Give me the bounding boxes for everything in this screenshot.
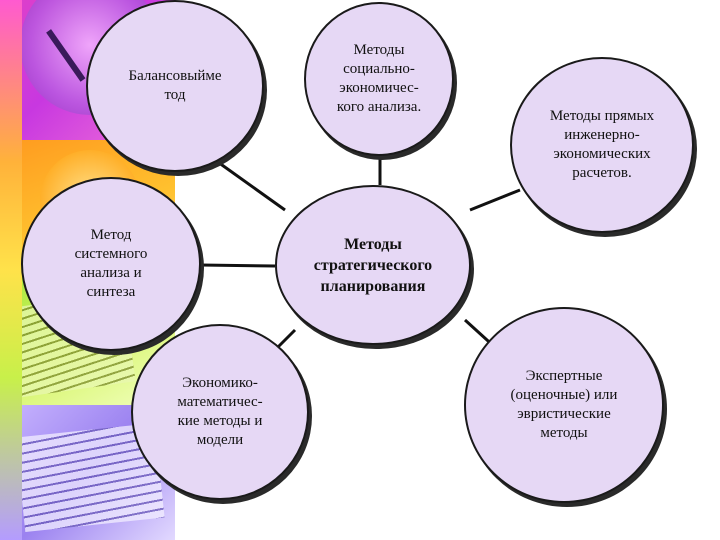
connector-system: [199, 263, 276, 268]
node-engineering-calculations: Методы прямых инженерно- экономических р…: [510, 57, 694, 233]
node-engineering-label: Методы прямых инженерно- экономических р…: [549, 108, 655, 181]
decor-edge-strip: [0, 0, 22, 540]
node-strategic-planning: Методы стратегического планирования: [275, 185, 471, 345]
node-expert-methods: Экспертные (оценочные) или эвристические…: [464, 307, 664, 503]
connector-engineering: [469, 188, 521, 212]
node-socio-economic-analysis: Методы социально- экономичес- кого анали…: [304, 2, 454, 156]
node-system-analysis: Метод системного анализа и синтеза: [21, 177, 201, 351]
connector-balance: [214, 158, 286, 212]
node-math-label: Экономико- математичес- кие методы и мод…: [177, 375, 263, 448]
node-economic-math-methods: Экономико- математичес- кие методы и мод…: [131, 324, 309, 500]
node-system-label: Метод системного анализа и синтеза: [74, 227, 148, 300]
node-expert-label: Экспертные (оценочные) или эвристические…: [510, 368, 618, 441]
node-center-label: Методы стратегического планирования: [313, 235, 433, 295]
node-balance-label: Балансовыйме тод: [128, 68, 222, 103]
node-balance-method: Балансовыйме тод: [86, 0, 264, 172]
node-socio-economic-label: Методы социально- экономичес- кого анали…: [336, 42, 422, 115]
